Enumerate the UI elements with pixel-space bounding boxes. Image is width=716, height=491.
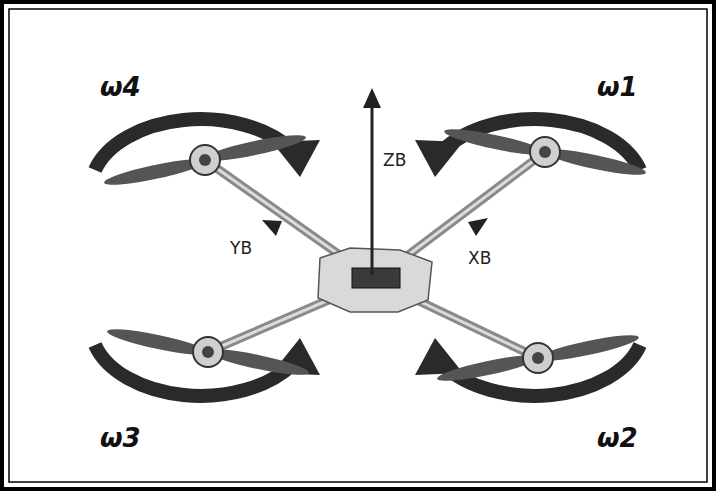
rotor-speed-label: ω2 — [597, 423, 638, 453]
rotor-speed-label: ω3 — [100, 423, 141, 453]
rotor-speed-label: ω1 — [597, 72, 638, 102]
rotor-speed-label: ω4 — [100, 72, 141, 102]
propellers — [103, 124, 648, 385]
rotation-arrows — [95, 119, 640, 396]
frame-arms — [205, 152, 545, 358]
flight-controller — [352, 268, 400, 288]
center-plate — [318, 248, 432, 312]
body-axes — [262, 88, 488, 275]
axis-label: ZB — [381, 150, 408, 170]
inner-frame — [9, 9, 707, 482]
axis-label: YB — [228, 238, 254, 258]
arrow-heads — [272, 140, 463, 375]
axis-label: XB — [466, 248, 493, 268]
